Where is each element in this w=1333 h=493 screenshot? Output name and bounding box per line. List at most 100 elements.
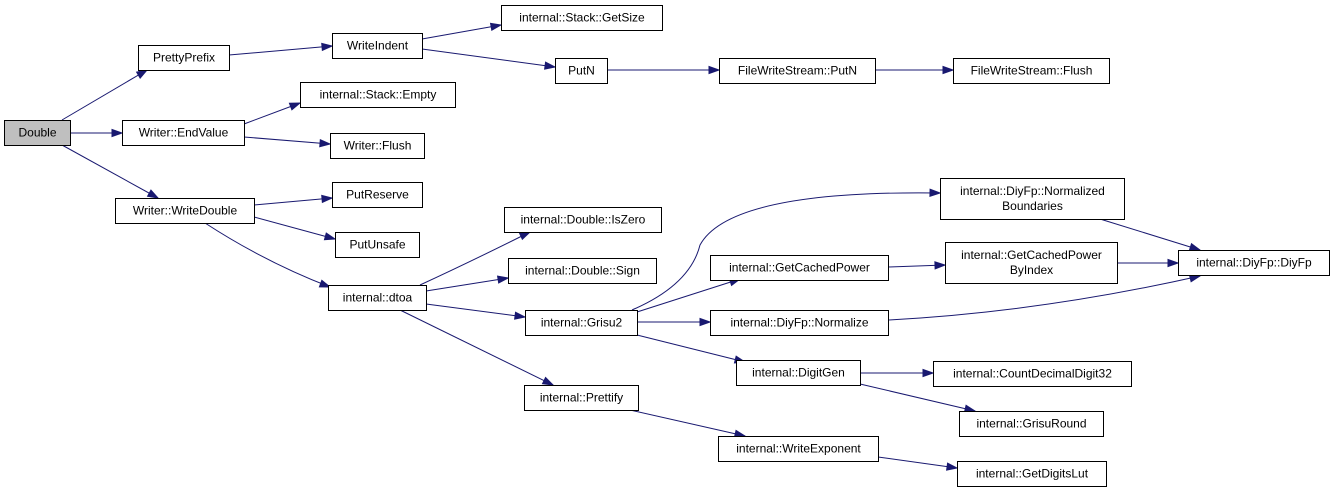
edge-line	[629, 409, 746, 437]
arrow-head-icon	[319, 138, 332, 148]
node-label: FileWriteStream::PutN	[738, 64, 857, 78]
arrow-head-icon	[321, 42, 334, 52]
node-diyfp-diyfp[interactable]: internal::DiyFp::DiyFp	[1178, 250, 1330, 276]
node-double-sign[interactable]: internal::Double::Sign	[508, 258, 657, 284]
node-filewritestream-putn[interactable]: FileWriteStream::PutN	[719, 58, 876, 84]
node-label: Double	[18, 126, 56, 140]
edge-line	[859, 383, 976, 412]
node-putn[interactable]: PutN	[555, 58, 608, 84]
node-box	[718, 436, 879, 462]
edge-line	[228, 45, 333, 56]
node-box	[115, 198, 255, 224]
node-prettyprefix[interactable]: PrettyPrefix	[138, 45, 230, 71]
arrow-head-icon	[544, 61, 557, 70]
edge-line	[636, 334, 746, 363]
node-box	[710, 310, 889, 336]
nodes-layer: Double PrettyPrefixWriter::EndValueWriter…	[4, 5, 1330, 487]
node-writeindent[interactable]: WriteIndent	[332, 33, 423, 59]
node-box	[736, 360, 861, 386]
node-double[interactable]: Double	[4, 120, 71, 146]
node-prettify[interactable]: internal::Prettify	[524, 385, 639, 411]
arrow-head-icon	[514, 311, 527, 320]
node-box	[504, 207, 662, 233]
node-diyfp-normalize[interactable]: internal::DiyFp::Normalize	[710, 310, 889, 336]
arrow-head-icon	[708, 65, 721, 75]
node-label: PutN	[568, 64, 595, 78]
node-box	[332, 33, 423, 59]
edge-filewritestream-putn-to-filewritestream-flush	[875, 65, 955, 75]
node-box	[719, 58, 876, 84]
arrow-head-icon	[942, 65, 955, 75]
arrow-head-icon	[321, 194, 334, 204]
node-box	[508, 258, 657, 284]
node-box	[4, 120, 71, 146]
edge-line	[425, 277, 509, 292]
node-label: Writer::EndValue	[139, 126, 229, 140]
node-writeexponent[interactable]: internal::WriteExponent	[718, 436, 879, 462]
edge-line	[631, 192, 941, 311]
edge-writeindent-to-stack-getsize	[421, 22, 503, 40]
edge-dtoa-to-double-sign	[425, 275, 510, 292]
node-label: PutUnsafe	[349, 238, 405, 252]
node-box	[330, 133, 425, 159]
node-stack-getsize[interactable]: internal::Stack::GetSize	[501, 5, 663, 31]
node-label: internal::DiyFp::Normalize	[730, 316, 868, 330]
arrow-head-icon	[146, 189, 160, 199]
node-label: internal::Grisu2	[541, 316, 623, 330]
node-getcachedpower[interactable]: internal::GetCachedPower	[710, 255, 889, 281]
edge-grisu2-to-normalizedboundaries	[631, 188, 942, 311]
node-writer-endvalue[interactable]: Writer::EndValue	[122, 120, 245, 146]
node-label: internal::GrisuRound	[976, 417, 1086, 431]
edge-writer-endvalue-to-writer-flush	[243, 136, 332, 148]
node-countdecimaldigit32[interactable]: internal::CountDecimalDigit32	[933, 361, 1132, 387]
node-box	[945, 242, 1118, 284]
node-stack-empty[interactable]: internal::Stack::Empty	[300, 82, 456, 108]
edge-line	[636, 278, 741, 313]
node-label: Writer::WriteDouble	[133, 204, 238, 218]
edge-line	[421, 24, 502, 40]
edge-line	[253, 216, 336, 240]
arrow-head-icon	[323, 232, 337, 241]
arrow-head-icon	[541, 376, 555, 386]
node-writer-flush[interactable]: Writer::Flush	[330, 133, 425, 159]
node-grisuround[interactable]: internal::GrisuRound	[959, 411, 1104, 437]
edge-double-to-writer-endvalue	[70, 128, 124, 138]
edge-double-to-writer-writedouble	[61, 144, 160, 199]
node-box	[335, 232, 420, 258]
node-putunsafe[interactable]: PutUnsafe	[335, 232, 420, 258]
node-box	[122, 120, 245, 146]
node-digitgen[interactable]: internal::DigitGen	[736, 360, 861, 386]
node-label: internal::DiyFp::Normalized	[960, 184, 1105, 198]
edge-grisu2-to-digitgen	[636, 334, 747, 364]
edge-prettify-to-writeexponent	[629, 409, 747, 438]
edge-digitgen-to-grisuround	[859, 383, 977, 413]
node-dtoa[interactable]: internal::dtoa	[328, 285, 427, 311]
edge-line	[425, 303, 526, 318]
arrow-head-icon	[318, 279, 332, 288]
edge-line	[61, 69, 148, 121]
node-label: internal::WriteExponent	[736, 442, 861, 456]
node-box	[957, 461, 1107, 487]
node-putreserve[interactable]: PutReserve	[332, 182, 423, 208]
edge-line	[253, 197, 333, 206]
node-double-iszero[interactable]: internal::Double::IsZero	[504, 207, 662, 233]
node-label: Boundaries	[1002, 199, 1063, 213]
node-box	[524, 385, 639, 411]
edge-double-to-prettyprefix	[61, 69, 149, 121]
node-getdigitslut[interactable]: internal::GetDigitsLut	[957, 461, 1107, 487]
node-filewritestream-flush[interactable]: FileWriteStream::Flush	[953, 58, 1110, 84]
node-label: WriteIndent	[347, 39, 409, 53]
edge-line	[1099, 218, 1201, 251]
node-label: internal::Stack::GetSize	[519, 11, 645, 25]
edge-writer-writedouble-to-putreserve	[253, 194, 334, 206]
edge-writeindent-to-putn	[421, 48, 557, 70]
edge-line	[204, 222, 331, 288]
node-grisu2[interactable]: internal::Grisu2	[525, 310, 638, 336]
arrow-head-icon	[699, 317, 712, 327]
node-label: FileWriteStream::Flush	[971, 64, 1093, 78]
edge-putn-to-filewritestream-putn	[607, 65, 721, 75]
node-writer-writedouble[interactable]: Writer::WriteDouble	[115, 198, 255, 224]
